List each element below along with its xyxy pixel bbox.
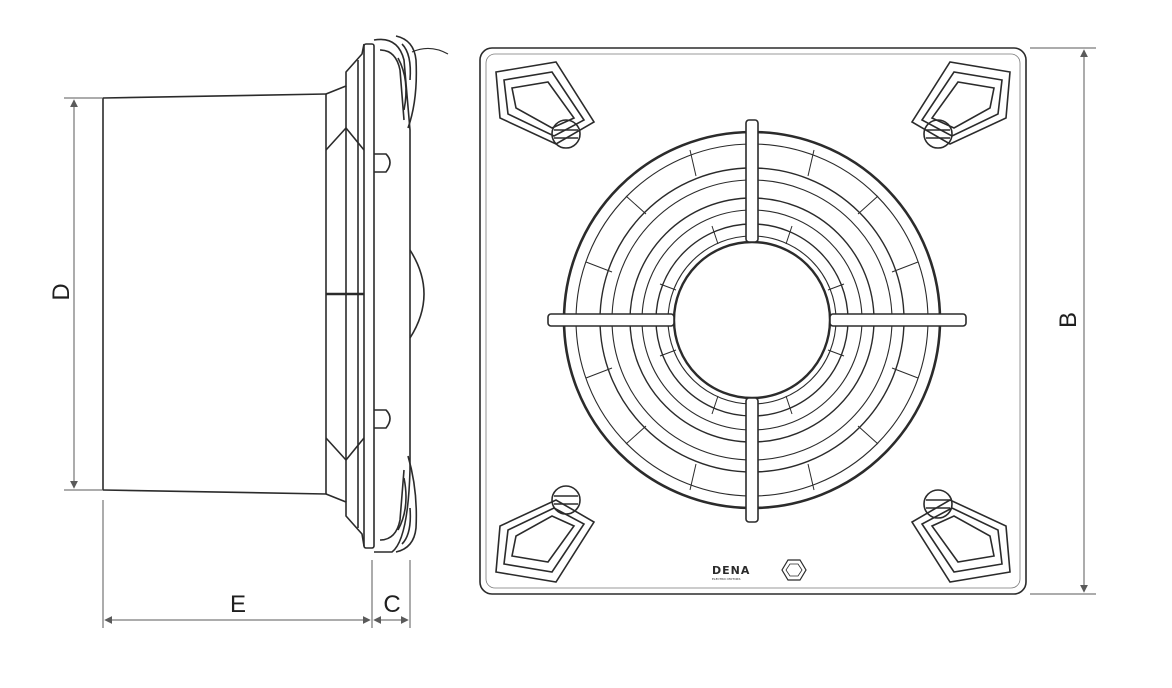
grille-crossbars bbox=[547, 119, 967, 523]
dimension-B bbox=[1030, 47, 1096, 595]
dimension-label-B: B bbox=[1055, 312, 1082, 328]
brand-logo: DENA ELECTRIC MOTORS bbox=[712, 559, 807, 581]
dimension-label-C: C bbox=[383, 591, 400, 618]
corner-cutout-top-left bbox=[495, 61, 596, 149]
front-view: DENA ELECTRIC MOTORS bbox=[479, 47, 1027, 595]
dimension-lines bbox=[64, 47, 1096, 628]
corner-cutout-bottom-left bbox=[495, 485, 596, 583]
motor-housing bbox=[325, 43, 365, 547]
fan-grille bbox=[547, 119, 967, 523]
front-plate bbox=[479, 47, 1027, 595]
dimension-E bbox=[102, 500, 373, 628]
brand-name: DENA bbox=[712, 564, 750, 577]
duct-tube bbox=[102, 93, 327, 495]
corner-cutout-bottom-right bbox=[910, 489, 1011, 583]
dimension-label-D: D bbox=[48, 283, 75, 300]
center-opening bbox=[672, 240, 832, 400]
dimension-D bbox=[64, 97, 103, 491]
dimension-label-E: E bbox=[230, 591, 246, 618]
corner-cutout-top-right bbox=[910, 61, 1011, 149]
brand-mark-icon bbox=[781, 559, 807, 581]
grille-segments bbox=[585, 149, 919, 491]
dimension-C bbox=[373, 560, 411, 628]
front-plate-profile bbox=[363, 35, 449, 553]
brand-tagline: ELECTRIC MOTORS bbox=[712, 577, 741, 581]
side-view bbox=[102, 35, 449, 553]
